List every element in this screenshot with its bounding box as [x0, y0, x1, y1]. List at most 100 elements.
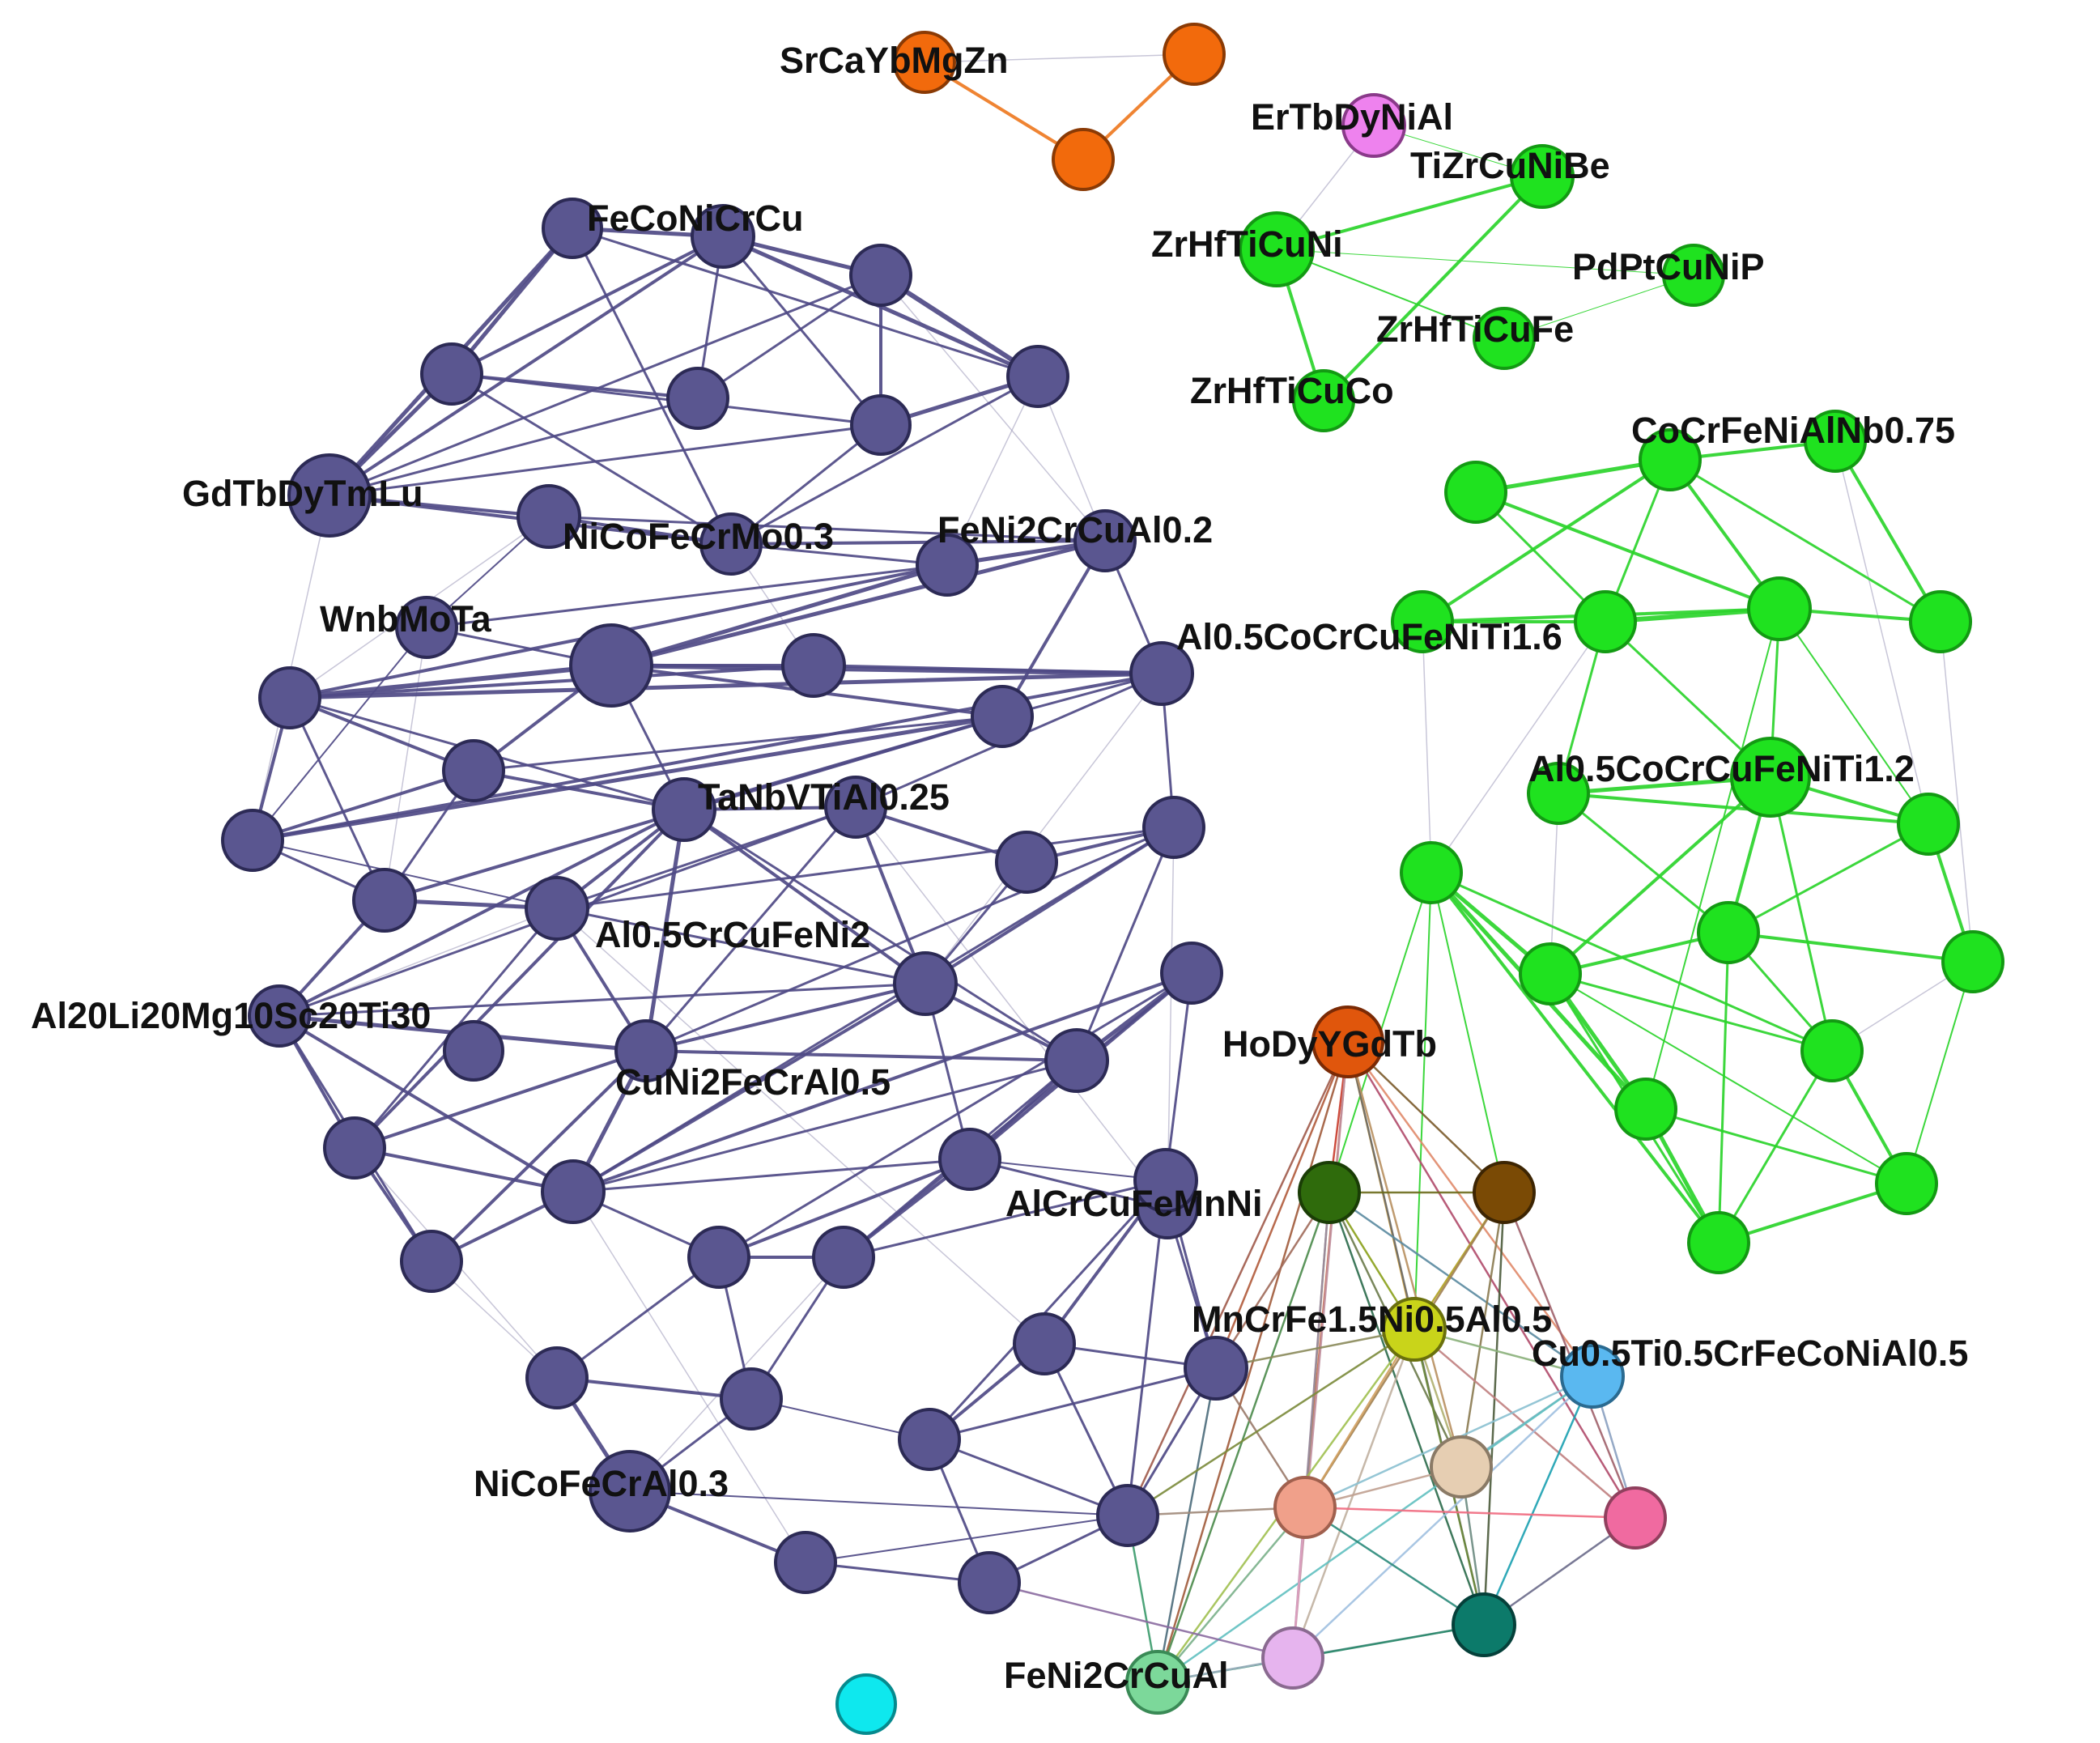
- node-m8[interactable]: [1604, 1486, 1667, 1550]
- node-p16[interactable]: [1129, 641, 1194, 706]
- node-p40[interactable]: [1133, 1148, 1198, 1213]
- node-p11[interactable]: [1073, 509, 1137, 572]
- node-o1[interactable]: [893, 31, 956, 94]
- node-p14[interactable]: [569, 623, 653, 708]
- node-m4[interactable]: [1382, 1297, 1447, 1362]
- node-p10[interactable]: [699, 512, 763, 576]
- node-p47[interactable]: [1096, 1484, 1159, 1547]
- node-g10[interactable]: [1909, 590, 1972, 653]
- node-g19[interactable]: [1519, 942, 1582, 1005]
- edge-m7-m11: [1156, 1506, 1307, 1684]
- edge-p18-p21: [682, 715, 1004, 811]
- node-p37[interactable]: [687, 1226, 750, 1289]
- node-p30[interactable]: [443, 1020, 504, 1082]
- node-p28[interactable]: [893, 951, 958, 1016]
- node-m11[interactable]: [1125, 1650, 1190, 1715]
- node-p3[interactable]: [849, 244, 912, 307]
- node-p33[interactable]: [323, 1116, 386, 1180]
- node-p6[interactable]: [666, 367, 729, 430]
- edge-m2-m5: [1328, 1191, 1594, 1378]
- edge-p10-p11: [729, 539, 1107, 546]
- node-g9[interactable]: [1804, 410, 1867, 473]
- node-g5[interactable]: [1473, 307, 1536, 370]
- node-m2[interactable]: [1298, 1161, 1361, 1224]
- node-p19[interactable]: [442, 739, 505, 802]
- node-p1[interactable]: [691, 204, 755, 269]
- node-p7[interactable]: [850, 394, 912, 456]
- node-g1[interactable]: [1341, 93, 1406, 158]
- node-m3[interactable]: [1473, 1161, 1536, 1224]
- node-label-m1: HoDyYGdTb: [1222, 1023, 1437, 1065]
- node-p8[interactable]: [287, 453, 372, 538]
- edge-p24-p31: [644, 826, 1175, 1052]
- node-o3[interactable]: [1052, 128, 1115, 191]
- edge-p19-p21: [472, 769, 686, 811]
- node-g12[interactable]: [1574, 590, 1637, 653]
- node-g18[interactable]: [1697, 901, 1760, 964]
- node-g3[interactable]: [1239, 211, 1315, 287]
- node-p44[interactable]: [1184, 1336, 1248, 1401]
- node-p21[interactable]: [652, 777, 716, 842]
- node-p26[interactable]: [525, 876, 589, 941]
- node-m12[interactable]: [835, 1673, 897, 1735]
- node-m9[interactable]: [1452, 1592, 1516, 1657]
- node-m7[interactable]: [1273, 1476, 1337, 1539]
- edge-p16-p28: [925, 673, 1163, 984]
- node-p22[interactable]: [824, 776, 887, 839]
- node-p49[interactable]: [958, 1551, 1021, 1614]
- node-p43[interactable]: [720, 1367, 783, 1431]
- node-p42[interactable]: [525, 1346, 589, 1409]
- edge-p20-p26: [252, 840, 558, 909]
- node-g6[interactable]: [1292, 369, 1355, 432]
- node-g16[interactable]: [1897, 793, 1960, 856]
- node-p36[interactable]: [400, 1230, 463, 1293]
- node-p25[interactable]: [352, 868, 417, 933]
- node-p12[interactable]: [916, 534, 979, 597]
- node-p29[interactable]: [248, 984, 311, 1048]
- node-p5[interactable]: [1006, 345, 1069, 408]
- node-g4[interactable]: [1662, 244, 1725, 307]
- node-p4[interactable]: [420, 342, 483, 406]
- node-g17[interactable]: [1400, 841, 1463, 904]
- node-m6[interactable]: [1430, 1435, 1493, 1499]
- node-p15[interactable]: [781, 633, 846, 698]
- node-p13[interactable]: [395, 596, 458, 659]
- node-p48[interactable]: [774, 1531, 837, 1594]
- node-g2[interactable]: [1510, 144, 1575, 209]
- node-label-g6: ZrHfTiCuCo: [1190, 370, 1394, 411]
- edge-p40-p45: [928, 1179, 1167, 1441]
- node-p20[interactable]: [221, 809, 284, 872]
- node-g13[interactable]: [1730, 737, 1811, 818]
- edge-p31-p36: [430, 1049, 648, 1263]
- node-p35[interactable]: [938, 1128, 1001, 1191]
- node-p31[interactable]: [614, 1019, 678, 1082]
- node-p24[interactable]: [1142, 796, 1205, 859]
- node-g23[interactable]: [1875, 1152, 1938, 1215]
- node-p27[interactable]: [1160, 942, 1223, 1005]
- node-p17[interactable]: [258, 666, 321, 729]
- node-g7[interactable]: [1444, 461, 1507, 524]
- node-p9[interactable]: [516, 484, 581, 549]
- node-g11[interactable]: [1747, 576, 1812, 641]
- node-m1[interactable]: [1311, 1005, 1384, 1078]
- node-g20[interactable]: [1941, 930, 2004, 993]
- node-g21[interactable]: [1800, 1019, 1864, 1082]
- node-m5[interactable]: [1560, 1344, 1625, 1409]
- node-p45[interactable]: [898, 1408, 961, 1471]
- node-g8[interactable]: [1639, 428, 1702, 491]
- node-p41[interactable]: [1013, 1312, 1076, 1375]
- node-p23[interactable]: [995, 831, 1058, 894]
- node-p46[interactable]: [589, 1450, 671, 1533]
- node-m10[interactable]: [1261, 1626, 1324, 1690]
- node-g15[interactable]: [1527, 762, 1590, 825]
- node-o2[interactable]: [1163, 23, 1226, 86]
- node-g14[interactable]: [1391, 590, 1454, 653]
- node-p34[interactable]: [541, 1159, 606, 1224]
- node-p32[interactable]: [1044, 1028, 1109, 1093]
- node-g22[interactable]: [1614, 1078, 1677, 1141]
- node-p38[interactable]: [812, 1226, 875, 1289]
- edge-m7-m8: [1303, 1506, 1637, 1520]
- node-p18[interactable]: [971, 685, 1034, 748]
- node-p2[interactable]: [542, 198, 603, 259]
- node-g24[interactable]: [1687, 1211, 1750, 1274]
